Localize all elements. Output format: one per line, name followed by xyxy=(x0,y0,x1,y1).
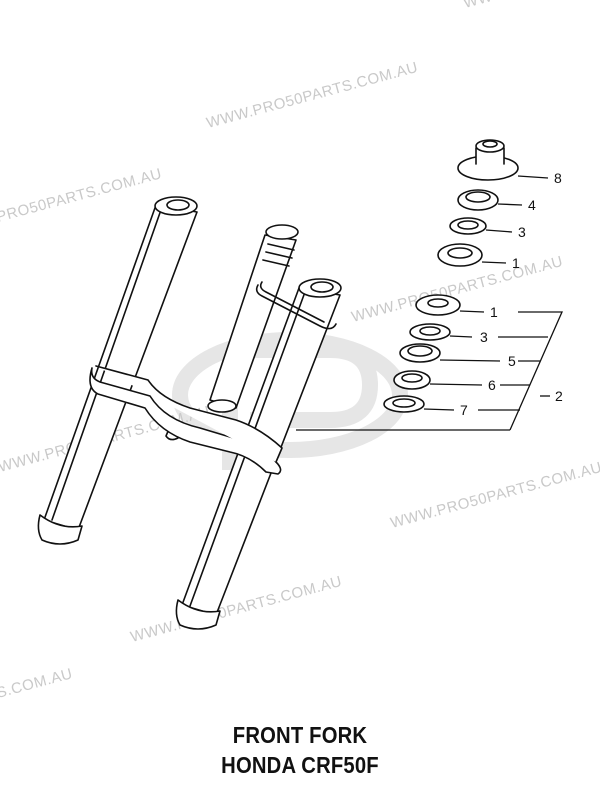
watermark-text: WWW.PRO50PARTS.COM.AU xyxy=(129,573,344,646)
callout-3: 3 xyxy=(518,224,526,240)
part-6-bearing xyxy=(393,370,431,390)
title-line-1: FRONT FORK xyxy=(232,722,368,748)
cable-guide xyxy=(255,281,337,330)
part-8-top-nut xyxy=(457,139,519,181)
leader-lines xyxy=(296,175,563,431)
title-line-2: HONDA CRF50F xyxy=(221,752,379,778)
part-4-cone-race xyxy=(457,189,499,211)
callout-2: 2 xyxy=(555,388,563,404)
front-fork-illustration xyxy=(37,139,519,630)
watermark-text: WWW xyxy=(462,0,509,12)
callout-1: 1 xyxy=(512,255,520,271)
callout-4: 4 xyxy=(528,197,536,213)
watermark-text: WWW.PRO50PARTS.COM.AU xyxy=(389,459,600,532)
callout-7: 7 xyxy=(460,402,468,418)
callout-3: 3 xyxy=(480,329,488,345)
part-1-ring-lower xyxy=(415,294,461,316)
watermark-text: PRO50PARTS.COM.AU xyxy=(0,165,164,226)
diagram-title: FRONT FORK HONDA CRF50F xyxy=(0,720,600,780)
callout-8: 8 xyxy=(554,170,562,186)
watermark-text: WWW.PRO50PARTS.COM.AU xyxy=(205,59,420,132)
part-5-race xyxy=(399,343,441,363)
callout-labels: 8 4 3 1 1 3 5 6 7 2 xyxy=(460,170,563,418)
watermark-text: S.COM.AU xyxy=(0,665,75,702)
callout-5: 5 xyxy=(508,353,516,369)
callout-6: 6 xyxy=(488,377,496,393)
part-7-seal xyxy=(383,395,425,413)
lower-triple-clamp xyxy=(89,365,283,475)
left-fork-leg xyxy=(37,196,198,545)
part-3-ball-race-lower xyxy=(409,323,451,341)
callout-1: 1 xyxy=(490,304,498,320)
part-3-ball-race-upper xyxy=(449,217,487,235)
part-1-ring-upper xyxy=(437,243,483,267)
